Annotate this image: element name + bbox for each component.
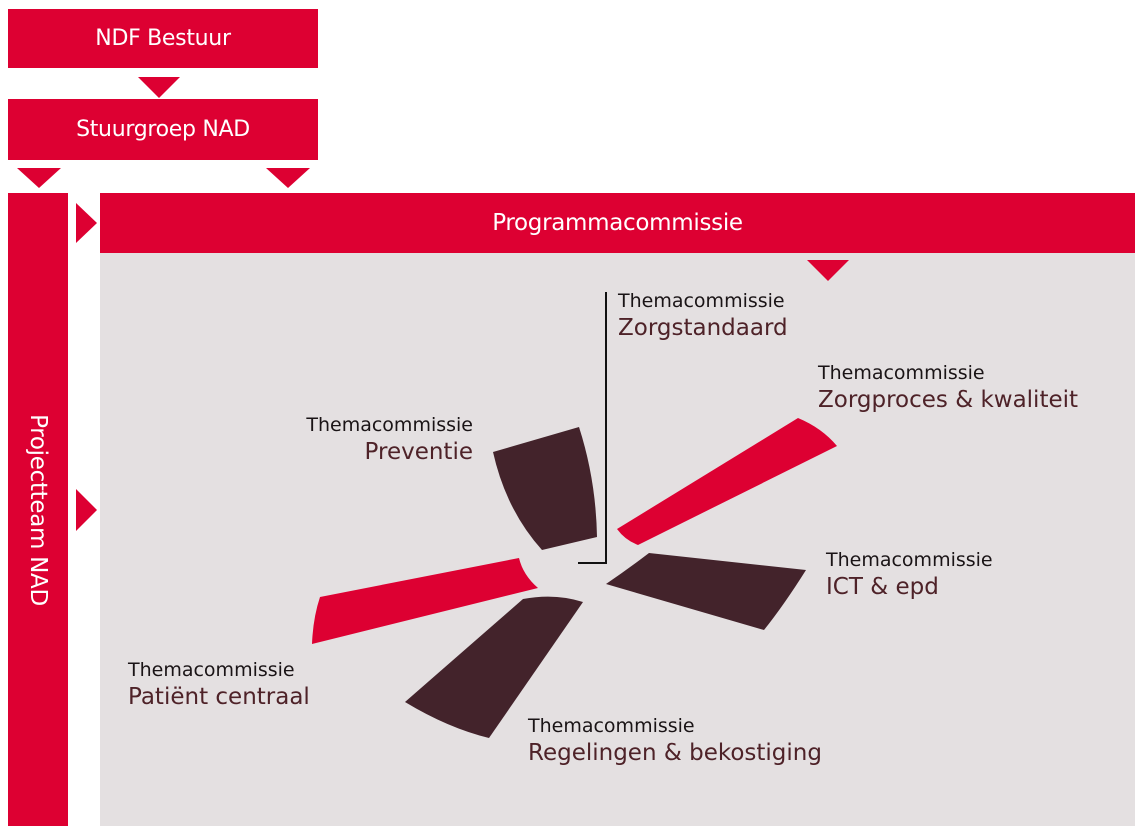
committee-name: ICT & epd [826,573,939,600]
arrow-stuurgroep-to-programma [266,168,310,188]
arrow-programma-to-panel [807,260,849,281]
projectteam-box: Projectteam NAD [8,193,68,826]
blade-patient [312,558,538,644]
committee-kicker: Themacommissie [826,549,993,571]
blade-regelingen [405,596,583,738]
committee-name: Zorgproces & kwaliteit [818,386,1079,413]
programmacommissie-box: Programmacommissie [100,193,1135,253]
ndf-bestuur-label: NDF Bestuur [95,26,231,51]
committee-name: Preventie [364,438,473,465]
committee-kicker: Themacommissie [528,715,695,737]
zorgstandaard-leader-line [578,292,607,564]
committee-kicker: Themacommissie [306,414,473,436]
committee-kicker: Themacommissie [618,290,785,312]
committee-kicker: Themacommissie [128,659,295,681]
blade-zorgproces [617,418,837,545]
arrow-bestuur-to-stuurgroep [138,77,180,98]
blade-preventie [493,427,597,550]
arrow-projectteam-to-panel [76,489,97,531]
committee-name: Patiënt centraal [128,683,310,710]
ndf-bestuur-box: NDF Bestuur [8,9,318,68]
committee-patient: Themacommissie Patiënt centraal [128,659,310,712]
committee-name: Zorgstandaard [618,314,788,341]
arrow-stuurgroep-to-projectteam [17,168,61,188]
committee-preventie: Themacommissie Preventie [283,414,473,467]
committee-name: Regelingen & bekostiging [528,739,822,766]
stuurgroep-label: Stuurgroep NAD [76,117,250,142]
committee-ict: Themacommissie ICT & epd [826,549,993,602]
programmacommissie-label: Programmacommissie [492,210,743,236]
committee-zorgproces: Themacommissie Zorgproces & kwaliteit [818,362,1078,415]
stuurgroep-box: Stuurgroep NAD [8,99,318,160]
arrow-projectteam-to-programma [76,203,97,243]
blade-ict [606,553,806,630]
committee-zorgstandaard: Themacommissie Zorgstandaard [618,290,788,343]
committee-kicker: Themacommissie [818,362,985,384]
committee-regelingen: Themacommissie Regelingen & bekostiging [528,715,822,768]
